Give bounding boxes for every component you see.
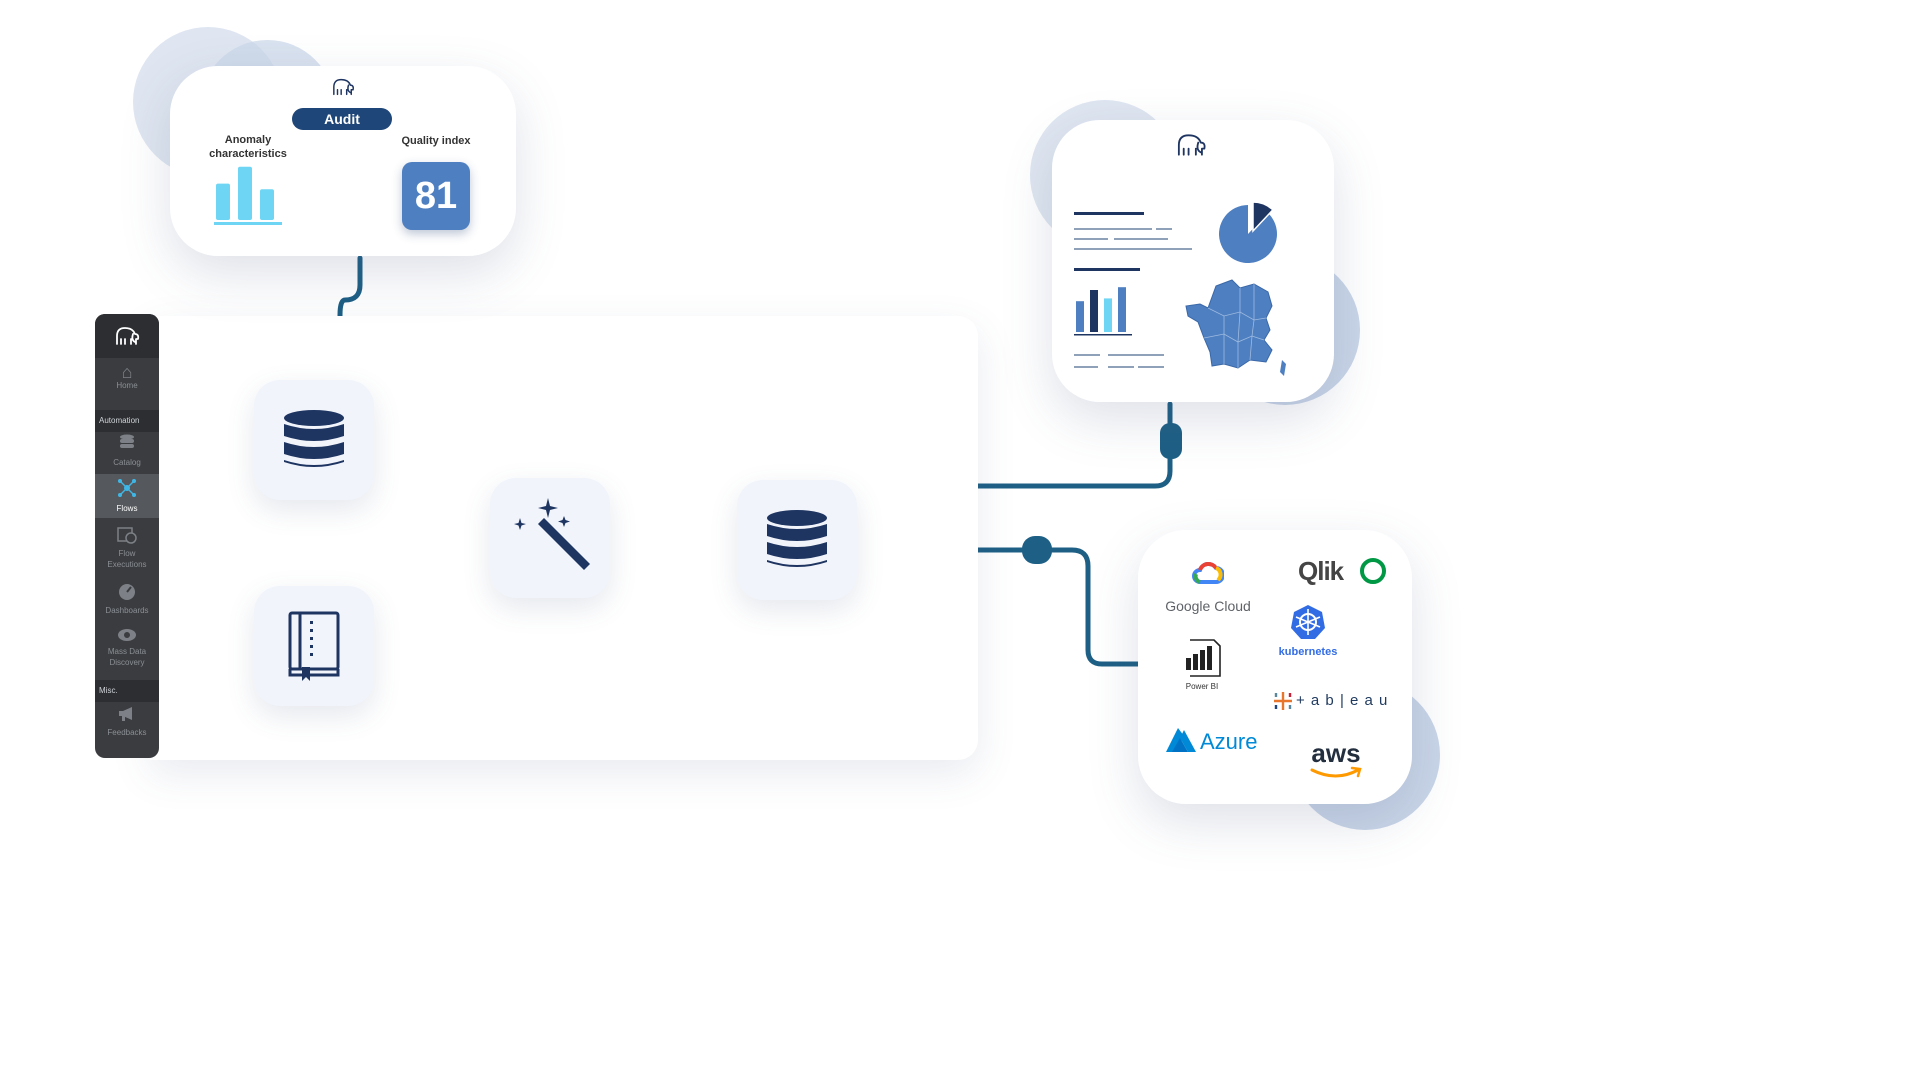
google-cloud-icon [1192,562,1224,584]
azure-label: Azure [1200,729,1258,754]
database-icon [120,434,134,448]
anomaly-bar [216,183,230,220]
anomaly-bar-chart [214,166,282,225]
sidebar-item-feedbacks[interactable]: Feedbacks [95,706,159,739]
anomaly-label: Anomaly characteristics [209,134,287,160]
flow-node-transform[interactable] [490,478,610,598]
sidebar-item-label: Catalog [113,458,141,467]
flow-node-source-database[interactable] [254,380,374,500]
quality-label: Quality index [401,135,471,147]
tableau-label: + a b | e a u [1296,692,1389,709]
home-icon: ⌂ [121,362,133,382]
azure-icon [1166,728,1196,752]
qlik-logo: Qlik [1298,556,1386,587]
sidebar-item-home[interactable]: ⌂ Home [95,362,159,392]
report-bar [1118,287,1126,332]
flows-icon [118,479,136,497]
eye-icon [118,629,136,641]
sidebar-item-label: Home [116,381,138,390]
flow-node-target-database[interactable] [737,480,857,600]
google-cloud-label: Google Cloud [1165,598,1251,614]
audit-badge: Audit [292,108,392,130]
sidebar-item-mass-data-discovery[interactable]: Mass Data Discovery [95,628,159,668]
sidebar-logo [95,314,159,358]
calendar-clock-icon [117,527,137,544]
pie-slice [1252,202,1274,233]
tableau-icon [1274,692,1292,710]
aws-label: aws [1311,738,1361,768]
anomaly-bar [260,189,274,220]
anomaly-bar [238,166,252,220]
elephant-icon [116,327,140,345]
database-icon [767,510,827,567]
france-map [1185,279,1286,376]
gauge-icon [119,584,135,600]
kubernetes-label: kubernetes [1278,646,1338,658]
power-bi-label: Power BI [1185,682,1219,691]
megaphone-icon [119,707,132,721]
sidebar-item-catalog[interactable]: Catalog [95,434,159,469]
database-icon [284,410,344,467]
sidebar-item-label: Flow Executions [107,549,147,569]
quality-index-value: 81 [402,162,470,230]
sidebar-item-label: Mass Data Discovery [107,647,147,667]
sidebar-item-label: Flows [116,504,138,513]
report-bar [1104,298,1112,332]
magic-wand-icon [514,498,590,570]
flow-node-dictionary[interactable] [254,586,374,706]
report-pie-chart [1219,202,1277,263]
kubernetes-icon [1291,605,1325,639]
sidebar-section-misc: Misc. [95,680,159,702]
report-text-lines [1074,212,1192,368]
sidebar-section-automation: Automation [95,410,159,432]
report-card [1052,120,1334,402]
elephant-icon [1177,134,1206,156]
report-bar [1090,290,1098,332]
qlik-q-icon [1360,558,1386,584]
audit-card: Audit Anomaly characteristics Quality in… [170,66,516,256]
sidebar-item-flows[interactable]: Flows [95,474,159,518]
sidebar-item-label: Feedbacks [107,728,147,737]
sidebar: ⌂ Home Automation Catalog Flows Flow Exe… [95,314,159,758]
report-bar [1076,301,1084,332]
sidebar-item-label: Dashboards [105,606,149,615]
power-bi-icon [1186,639,1221,677]
aws-smile-icon [1310,766,1362,778]
integrations-card: Google Cloud Qlik kubernetes Power BI + … [1138,530,1412,804]
book-icon [288,611,340,681]
qlik-label: Qlik [1298,556,1344,586]
sidebar-item-dashboards[interactable]: Dashboards [95,582,159,617]
elephant-icon [333,78,354,96]
sidebar-item-flow-executions[interactable]: Flow Executions [95,526,159,570]
